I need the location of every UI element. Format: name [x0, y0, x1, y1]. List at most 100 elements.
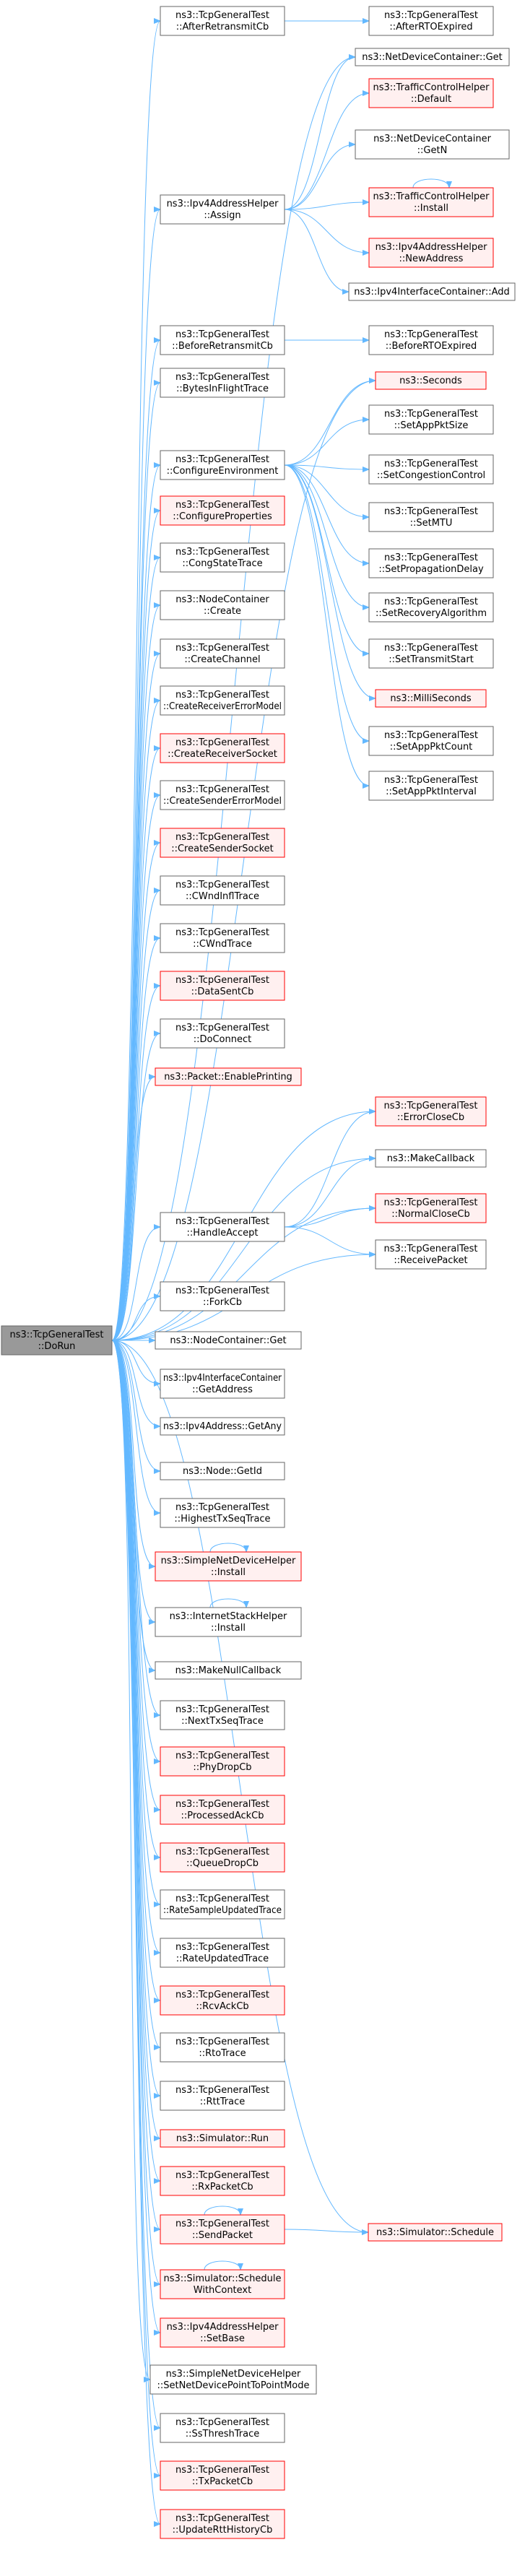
- node-ns3-tcpgeneraltest-setapppktcount[interactable]: ns3::TcpGeneralTest::SetAppPktCount: [368, 726, 494, 756]
- node-ns3-tcpgeneraltest-normalclosecb[interactable]: ns3::TcpGeneralTest::NormalCloseCb: [375, 1193, 487, 1223]
- node-ns3-seconds[interactable]: ns3::Seconds: [375, 371, 487, 390]
- node-ns3-tcpgeneraltest-configureenvironment[interactable]: ns3::TcpGeneralTest::ConfigureEnvironmen…: [160, 450, 285, 480]
- edge-n0-n53: [111, 1340, 161, 1813]
- edge-n6-n9: [284, 209, 350, 295]
- node-ns3-ipv4address-getany[interactable]: ns3::Ipv4Address::GetAny: [160, 1417, 285, 1436]
- node-ns3-tcpgeneraltest-beforertoexpired[interactable]: ns3::TcpGeneralTest::BeforeRTOExpired: [368, 325, 494, 355]
- edge-n0-n29: [111, 792, 161, 1341]
- node-ns3-tcpgeneraltest-nexttxseqtrace[interactable]: ns3::TcpGeneralTest::NextTxSeqTrace: [160, 1700, 285, 1730]
- node-box: [368, 638, 494, 669]
- node-box: [160, 6, 285, 36]
- node-ns3-trafficcontrolhelper-install[interactable]: ns3::TrafficControlHelper::Install: [368, 187, 494, 217]
- edge-n6-n7: [284, 199, 370, 210]
- node-ns3-ipv4addresshelper-setbase[interactable]: ns3::Ipv4AddressHelper::SetBase: [160, 2317, 285, 2348]
- node-ns3-tcpgeneraltest-dorun[interactable]: ns3::TcpGeneralTest::DoRun: [1, 1325, 113, 1356]
- node-ns3-simplenetdevicehelper-install[interactable]: ns3::SimpleNetDeviceHelper::Install: [155, 1551, 302, 1582]
- node-ns3-tcpgeneraltest-receivepacket[interactable]: ns3::TcpGeneralTest::ReceivePacket: [375, 1239, 487, 1270]
- node-ns3-nodecontainer-create[interactable]: ns3::NodeContainer::Create: [160, 590, 285, 620]
- node-ns3-ipv4addresshelper-assign[interactable]: ns3::Ipv4AddressHelper::Assign: [160, 194, 285, 225]
- node-ns3-tcpgeneraltest-handleaccept[interactable]: ns3::TcpGeneralTest::HandleAccept: [160, 1212, 285, 1242]
- node-ns3-tcpgeneraltest-setapppktinterval[interactable]: ns3::TcpGeneralTest::SetAppPktInterval: [368, 771, 494, 801]
- node-label-line: ns3::Ipv4AddressHelper: [167, 2322, 279, 2333]
- node-label-line: ns3::TcpGeneralTest: [175, 643, 269, 654]
- node-ns3-netdevicecontainer-getn[interactable]: ns3::NetDeviceContainer::GetN: [355, 129, 510, 160]
- node-ns3-makenullcallback[interactable]: ns3::MakeNullCallback: [155, 1661, 302, 1680]
- node-ns3-tcpgeneraltest-congstatetrace[interactable]: ns3::TcpGeneralTest::CongStateTrace: [160, 542, 285, 573]
- node-ns3-tcpgeneraltest-highesttxseqtrace[interactable]: ns3::TcpGeneralTest::HighestTxSeqTrace: [160, 1498, 285, 1528]
- node-ns3-tcpgeneraltest-rateupdatedtrace[interactable]: ns3::TcpGeneralTest::RateUpdatedTrace: [160, 1938, 285, 1968]
- node-label-line: ::SetRecoveryAlgorithm: [376, 608, 487, 619]
- node-label-line: ::ProcessedAckCb: [181, 1810, 264, 1821]
- node-ns3-tcpgeneraltest-rtttrace[interactable]: ns3::TcpGeneralTest::RttTrace: [160, 2081, 285, 2111]
- node-label-line: ::ConfigureProperties: [173, 511, 272, 522]
- node-ns3-trafficcontrolhelper-default[interactable]: ns3::TrafficControlHelper::Default: [368, 78, 494, 108]
- node-ns3-makecallback[interactable]: ns3::MakeCallback: [375, 1149, 487, 1168]
- node-box: [155, 1607, 302, 1637]
- node-ns3-tcpgeneraltest-setmtu[interactable]: ns3::TcpGeneralTest::SetMTU: [368, 502, 494, 532]
- node-ns3-tcpgeneraltest-settransmitstart[interactable]: ns3::TcpGeneralTest::SetTransmitStart: [368, 638, 494, 669]
- node-box: [155, 1331, 302, 1350]
- node-label-line: ::TxPacketCb: [192, 2476, 253, 2487]
- node-label-line: ns3::TcpGeneralTest: [175, 2513, 269, 2524]
- node-ns3-tcpgeneraltest-phydropcb[interactable]: ns3::TcpGeneralTest::PhyDropCb: [160, 1746, 285, 1777]
- node-ns3-tcpgeneraltest-setcongestioncontrol[interactable]: ns3::TcpGeneralTest::SetCongestionContro…: [368, 454, 494, 485]
- node-ns3-ipv4addresshelper-newaddress[interactable]: ns3::Ipv4AddressHelper::NewAddress: [368, 238, 494, 268]
- node-label-line: ns3::TcpGeneralTest: [175, 2170, 269, 2181]
- node-box: [160, 2413, 285, 2443]
- node-ns3-internetstackhelper-install[interactable]: ns3::InternetStackHelper::Install: [155, 1607, 302, 1637]
- node-ns3-node-getid[interactable]: ns3::Node::GetId: [160, 1462, 285, 1480]
- node-ns3-tcpgeneraltest-errorclosecb[interactable]: ns3::TcpGeneralTest::ErrorCloseCb: [375, 1096, 487, 1127]
- node-ns3-tcpgeneraltest-doconnect[interactable]: ns3::TcpGeneralTest::DoConnect: [160, 1018, 285, 1049]
- node-box: [375, 1239, 487, 1270]
- node-ns3-tcpgeneraltest-configureproperties[interactable]: ns3::TcpGeneralTest::ConfigureProperties: [160, 495, 285, 526]
- node-box: [160, 2081, 285, 2111]
- node-box: [355, 129, 510, 160]
- node-ns3-tcpgeneraltest-createreceiversocket[interactable]: ns3::TcpGeneralTest::CreateReceiverSocke…: [160, 733, 285, 763]
- node-ns3-tcpgeneraltest-sendpacket[interactable]: ns3::TcpGeneralTest::SendPacket: [160, 2214, 285, 2245]
- node-ns3-tcpgeneraltest-afterretransmitcb[interactable]: ns3::TcpGeneralTest::AfterRetransmitCb: [160, 6, 285, 36]
- node-box: [160, 1369, 285, 1399]
- node-ns3-tcpgeneraltest-cwndtrace[interactable]: ns3::TcpGeneralTest::CWndTrace: [160, 923, 285, 953]
- node-ns3-tcpgeneraltest-bytesinflighttrace[interactable]: ns3::TcpGeneralTest::BytesInFlightTrace: [160, 368, 285, 398]
- node-ns3-tcpgeneraltest-rtotrace[interactable]: ns3::TcpGeneralTest::RtoTrace: [160, 2032, 285, 2063]
- node-ns3-tcpgeneraltest-updatertthistorycb[interactable]: ns3::TcpGeneralTest::UpdateRttHistoryCb: [160, 2509, 285, 2539]
- node-label-line: ::NewAddress: [399, 253, 464, 264]
- edge-n15-n20: [284, 464, 370, 566]
- node-ns3-tcpgeneraltest-setrecoveryalgorithm[interactable]: ns3::TcpGeneralTest::SetRecoveryAlgorith…: [368, 592, 494, 623]
- node-ns3-tcpgeneraltest-datasentcb[interactable]: ns3::TcpGeneralTest::DataSentCb: [160, 971, 285, 1001]
- node-ns3-simulator-schedule[interactable]: ns3::Simulator::Schedule: [368, 2223, 503, 2242]
- node-label-line: ::SetAppPktSize: [394, 420, 469, 431]
- node-ns3-tcpgeneraltest-processedackcb[interactable]: ns3::TcpGeneralTest::ProcessedAckCb: [160, 1795, 285, 1825]
- node-ns3-tcpgeneraltest-setapppktsize[interactable]: ns3::TcpGeneralTest::SetAppPktSize: [368, 404, 494, 435]
- node-ns3-netdevicecontainer-get[interactable]: ns3::NetDeviceContainer::Get: [355, 48, 510, 66]
- node-ns3-tcpgeneraltest-createchannel[interactable]: ns3::TcpGeneralTest::CreateChannel: [160, 638, 285, 669]
- node-ns3-tcpgeneraltest-txpacketcb[interactable]: ns3::TcpGeneralTest::TxPacketCb: [160, 2460, 285, 2491]
- node-ns3-simplenetdevicehelper-setnetdevicepointtopointmode[interactable]: ns3::SimpleNetDeviceHelper::SetNetDevice…: [149, 2364, 317, 2395]
- node-label-line: ns3::TcpGeneralTest: [384, 409, 478, 420]
- node-ns3-tcpgeneraltest-queuedropcb[interactable]: ns3::TcpGeneralTest::QueueDropCb: [160, 1842, 285, 1873]
- node-ns3-tcpgeneraltest-forkcb[interactable]: ns3::TcpGeneralTest::ForkCb: [160, 1281, 285, 1311]
- node-ns3-tcpgeneraltest-ssthreshtrace[interactable]: ns3::TcpGeneralTest::SsThreshTrace: [160, 2413, 285, 2443]
- node-ns3-simulator-run[interactable]: ns3::Simulator::Run: [160, 2129, 285, 2148]
- node-ns3-nodecontainer-get[interactable]: ns3::NodeContainer::Get: [155, 1331, 302, 1350]
- node-ns3-packet-enableprinting[interactable]: ns3::Packet::EnablePrinting: [155, 1067, 302, 1086]
- node-ns3-tcpgeneraltest-createsendersocket[interactable]: ns3::TcpGeneralTest::CreateSenderSocket: [160, 828, 285, 858]
- node-ns3-ipv4interfacecontainer-add[interactable]: ns3::Ipv4InterfaceContainer::Add: [348, 282, 516, 301]
- node-ns3-tcpgeneraltest-createreceivererrormodel[interactable]: ns3::TcpGeneralTest::CreateReceiverError…: [160, 685, 285, 716]
- edge-layer: [111, 18, 452, 2527]
- node-ns3-tcpgeneraltest-beforeretransmitcb[interactable]: ns3::TcpGeneralTest::BeforeRetransmitCb: [160, 325, 285, 355]
- node-ns3-tcpgeneraltest-afterrtoexpired[interactable]: ns3::TcpGeneralTest::AfterRTOExpired: [368, 6, 494, 36]
- node-ns3-tcpgeneraltest-createsendererrormodel[interactable]: ns3::TcpGeneralTest::CreateSenderErrorMo…: [160, 780, 285, 810]
- node-ns3-milliseconds[interactable]: ns3::MilliSeconds: [375, 689, 487, 708]
- node-ns3-tcpgeneraltest-ratesampleupdatedtrace[interactable]: ns3::TcpGeneralTest::RateSampleUpdatedTr…: [160, 1889, 285, 1920]
- node-label-line: ::RcvAckCb: [196, 2001, 248, 2012]
- node-ns3-tcpgeneraltest-rxpacketcb[interactable]: ns3::TcpGeneralTest::RxPacketCb: [160, 2166, 285, 2196]
- node-ns3-tcpgeneraltest-setpropagationdelay[interactable]: ns3::TcpGeneralTest::SetPropagationDelay: [368, 548, 494, 578]
- node-box: [160, 1842, 285, 1873]
- edge-n15-n13: [284, 378, 376, 466]
- node-ns3-tcpgeneraltest-cwndinfltrace[interactable]: ns3::TcpGeneralTest::CWndInflTrace: [160, 875, 285, 906]
- node-ns3-ipv4interfacecontainer-getaddress[interactable]: ns3::Ipv4InterfaceContainer::GetAddress: [160, 1369, 285, 1399]
- node-ns3-tcpgeneraltest-rcvackcb[interactable]: ns3::TcpGeneralTest::RcvAckCb: [160, 1985, 285, 2016]
- node-label-line: ::CongStateTrace: [182, 558, 262, 569]
